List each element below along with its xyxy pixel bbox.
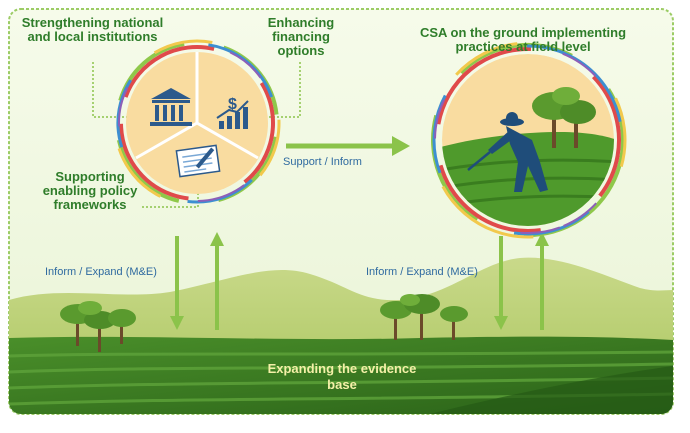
support-arrow bbox=[286, 136, 410, 156]
strengthening-label: Strengthening national and local institu… bbox=[21, 15, 164, 44]
inform-expand-right-label: Inform / Expand (M&E) bbox=[366, 266, 478, 278]
support-inform-label: Support / Inform bbox=[283, 156, 362, 168]
right-down-arrow bbox=[494, 236, 508, 330]
left-circle-rings bbox=[113, 39, 281, 207]
farmer-icon bbox=[467, 112, 548, 192]
tree-icon bbox=[60, 301, 136, 352]
policy-label: Supporting enabling policy frameworks bbox=[42, 169, 138, 212]
distant-hills bbox=[9, 257, 673, 360]
crop-field bbox=[9, 336, 673, 414]
svg-text:$: $ bbox=[228, 96, 237, 113]
evidence-base-label: Expanding the evidence base bbox=[267, 361, 417, 392]
left-up-arrow bbox=[210, 232, 224, 330]
financing-label: Enhancing financing options bbox=[267, 15, 335, 58]
tree-icon bbox=[380, 294, 468, 340]
inform-expand-left-label: Inform / Expand (M&E) bbox=[45, 266, 157, 278]
bank-icon bbox=[150, 88, 192, 126]
right-circle-rings bbox=[429, 41, 627, 239]
right-up-arrow bbox=[535, 232, 549, 330]
left-down-arrow bbox=[170, 236, 184, 330]
csa-title: CSA on the ground implementing practices… bbox=[419, 25, 627, 54]
policy-circle bbox=[126, 52, 268, 194]
signing-document-icon bbox=[175, 144, 221, 178]
growth-chart-icon: $ bbox=[216, 96, 249, 129]
